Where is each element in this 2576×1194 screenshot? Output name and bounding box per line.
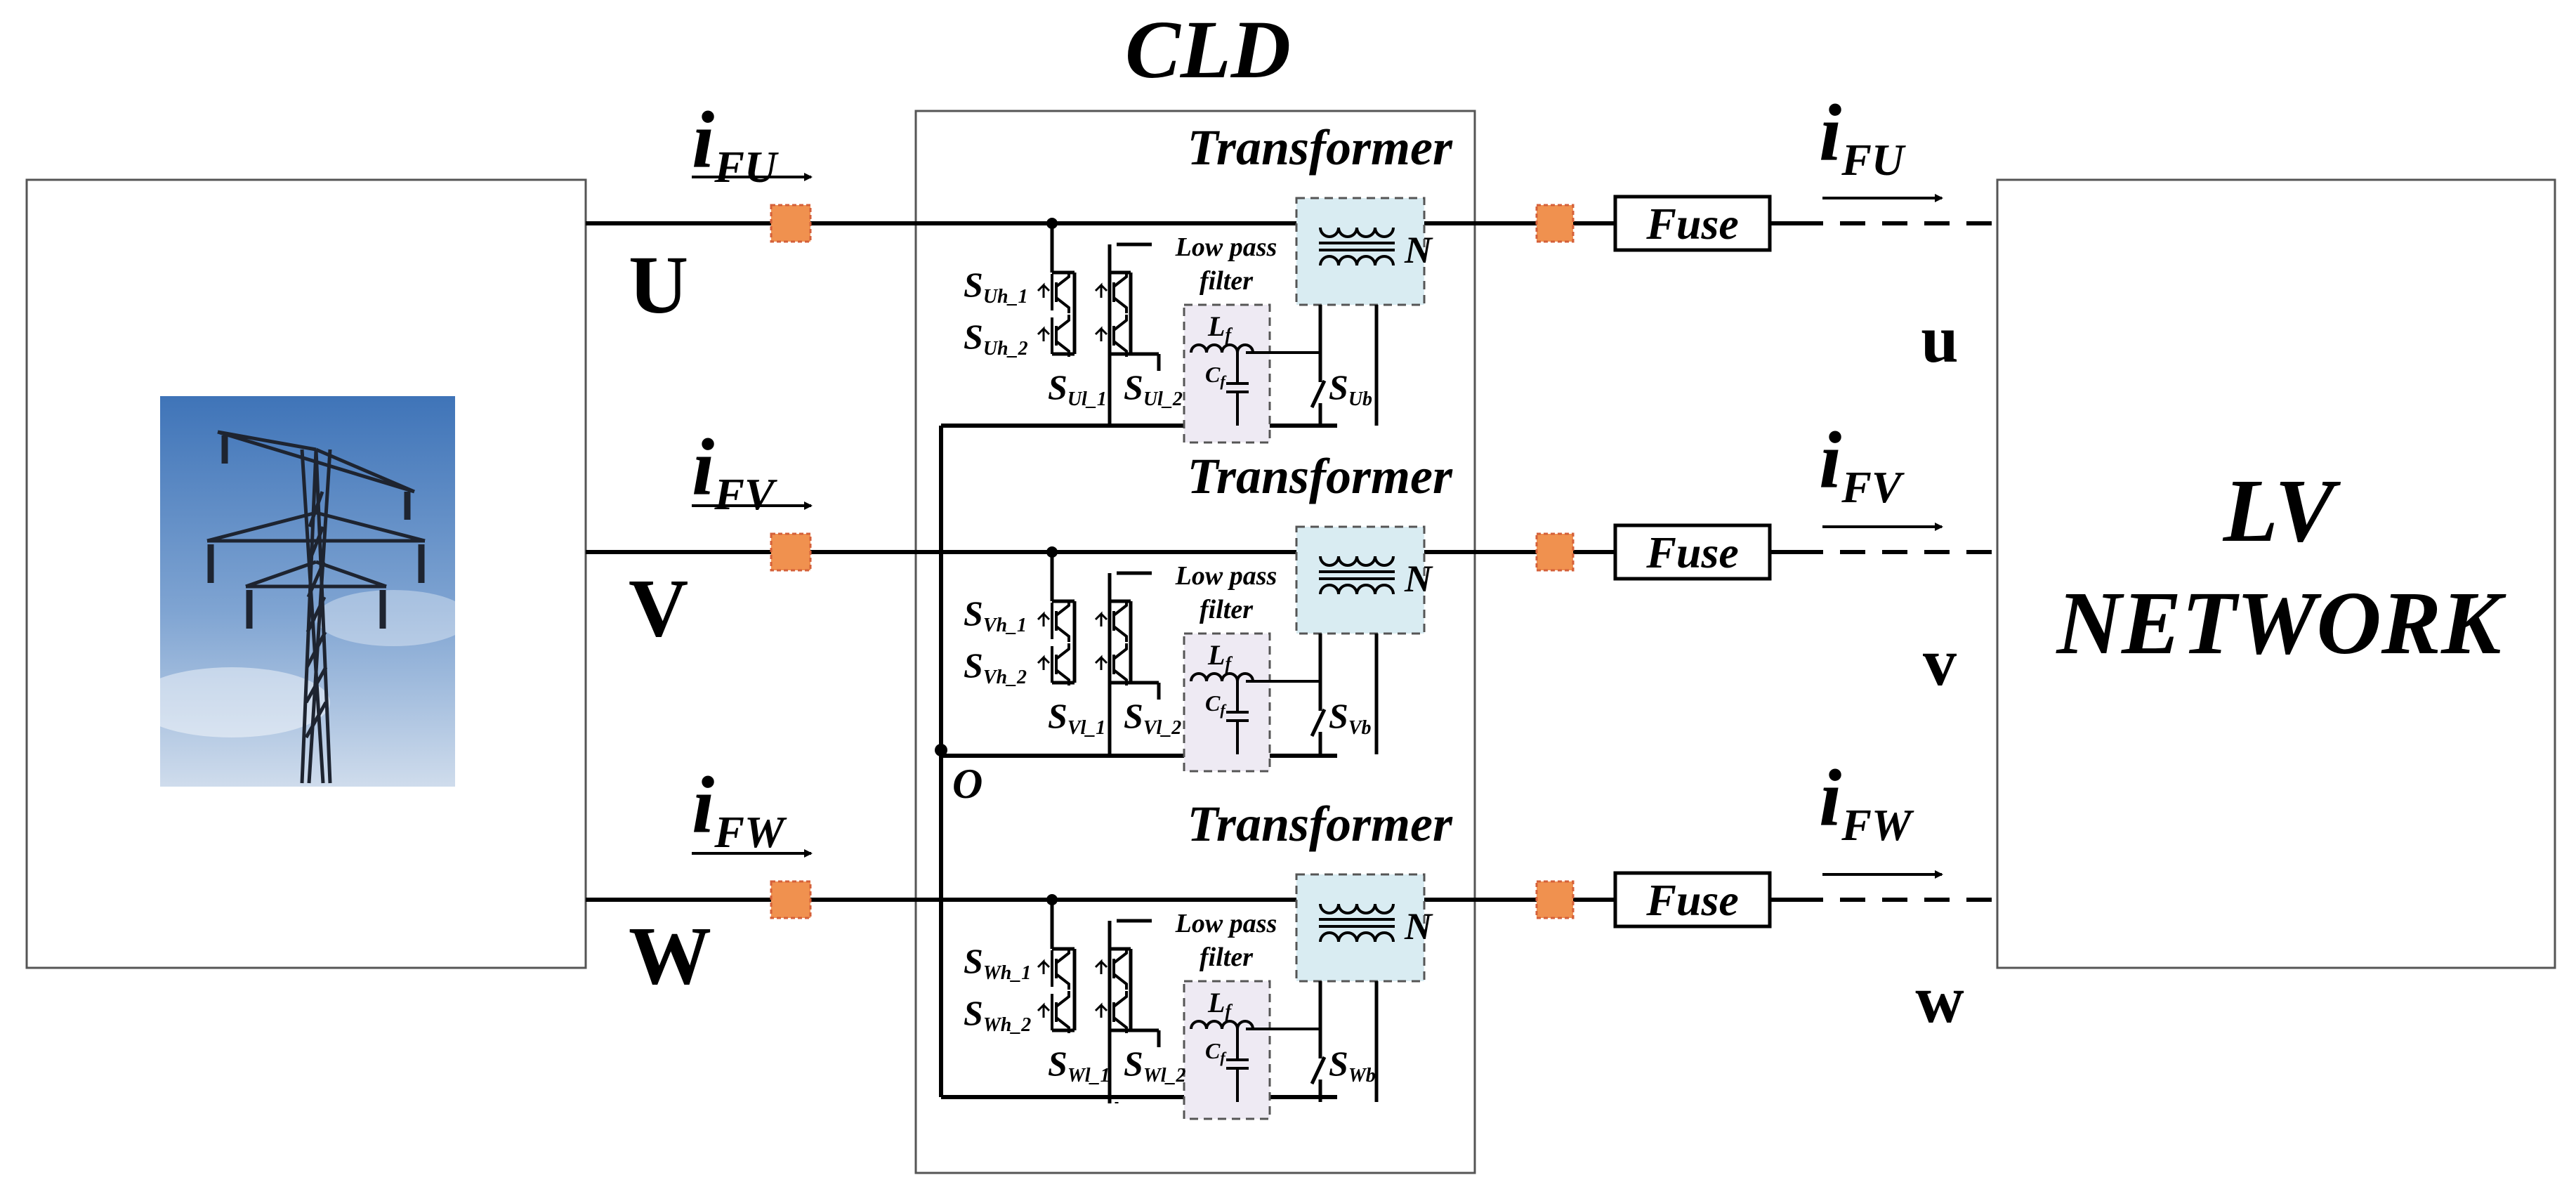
switch-h1-label: SWh_1 [964,941,1031,984]
switch-bypass-label: SWb [1329,1044,1376,1087]
current-sensor-output [1535,880,1575,919]
switch-h1-icon [1037,947,1070,990]
switch-l2-label: SVl_2 [1124,696,1181,739]
current-label-output: iFW [1819,754,1914,850]
lowpass-label-line1: Low pass [1175,232,1277,262]
lowpass-label-line2: filter [1200,943,1254,972]
switch-h2-label: SUh_2 [964,317,1028,360]
switch-bypass-label: SUb [1329,367,1372,410]
switch-h1-label: SUh_1 [964,265,1028,308]
switch-h2-icon [1037,991,1070,1033]
turns-label: N [1404,905,1433,947]
bypass-switch-icon [1310,1056,1327,1085]
phase-label-lower: u [1921,301,1958,376]
fuse-label: Fuse [1645,199,1739,249]
current-sensor [770,532,812,572]
lv-network-label-line1: LV [2223,461,2341,560]
turns-label: N [1404,229,1433,271]
fuse-label: Fuse [1645,527,1739,577]
switch-l2-icon [1094,991,1128,1033]
phase-label-upper: V [629,562,688,654]
current-label-output: iFV [1819,416,1905,512]
neutral-bus [939,424,1337,1099]
transformer-label: Transformer [1188,796,1453,852]
switch-l2-label: SUl_2 [1124,367,1183,410]
filter-components [1190,343,1320,426]
phase-label-lower: v [1923,624,1957,700]
transformer-label: Transformer [1188,119,1453,176]
current-label-input: iFU [692,96,779,192]
switch-h2-icon [1037,315,1070,357]
bypass-switch-icon [1310,379,1327,409]
switch-h2-label: SWh_2 [964,993,1031,1036]
inductor-label: Lf [1207,987,1233,1021]
switch-l1-label: SVl_1 [1048,696,1105,739]
current-label-output: iFU [1819,88,1906,185]
phase-label-lower: w [1915,962,1964,1037]
switch-h1-icon [1037,600,1070,642]
current-sensor-output [1535,532,1575,572]
lowpass-label-line1: Low pass [1175,909,1277,938]
transformer-winding-icon [1319,227,1395,266]
filter-components [1190,1020,1320,1102]
lowpass-filter-box [1183,632,1271,773]
phase-label-upper: U [629,239,688,331]
switch-h2-label: SVh_2 [964,645,1027,688]
lowpass-filter-box [1183,980,1271,1120]
switch-h2-icon [1037,643,1070,685]
current-sensor [770,880,812,919]
current-label-input: iFW [692,761,787,857]
inductor-label: Lf [1207,639,1233,674]
switch-h1-icon [1037,271,1070,313]
lv-network-box [1996,178,2556,969]
current-label-input: iFV [692,423,778,519]
neutral-node [935,744,947,756]
switch-h1-label: SVh_1 [964,593,1027,636]
switch-l1-label: SUl_1 [1048,367,1107,410]
lowpass-label-line2: filter [1200,595,1254,624]
switch-bypass-label: SVb [1329,696,1372,739]
bypass-switch-icon [1310,708,1327,737]
switch-l1-label: SWl_1 [1048,1044,1110,1087]
fuse-label: Fuse [1645,875,1739,925]
switch-l1-icon [1094,271,1128,313]
inductor-label: Lf [1207,310,1233,345]
lowpass-label-line2: filter [1200,266,1254,296]
capacitor-label: Cf [1205,362,1227,390]
switch-l2-icon [1094,315,1128,357]
current-sensor [770,204,812,243]
switch-l2-label: SWl_2 [1124,1044,1186,1087]
fuse-box [1613,195,1772,252]
transformer-winding-icon [1319,556,1395,595]
cld-box [914,110,1476,1174]
transformer-winding-icon [1319,903,1395,943]
transmission-tower-photo [133,396,471,787]
current-sensor-output [1535,204,1575,243]
cld-title: CLD [1125,4,1291,96]
switch-l1-icon [1094,947,1128,990]
capacitor-label: Cf [1205,690,1227,719]
filter-components [1190,672,1320,754]
turns-label: N [1404,558,1433,600]
capacitor-label: Cf [1205,1038,1227,1066]
phase-label-upper: W [629,910,711,1002]
lowpass-label-line1: Low pass [1175,561,1277,591]
neutral-label: O [952,761,983,807]
switch-l1-icon [1094,600,1128,642]
switch-l2-icon [1094,643,1128,685]
fuse-box [1613,523,1772,581]
transformer-label: Transformer [1188,448,1453,504]
fuse-box [1613,871,1772,929]
lv-network-label-line2: NETWORK [2056,573,2507,673]
lowpass-filter-box [1183,303,1271,444]
